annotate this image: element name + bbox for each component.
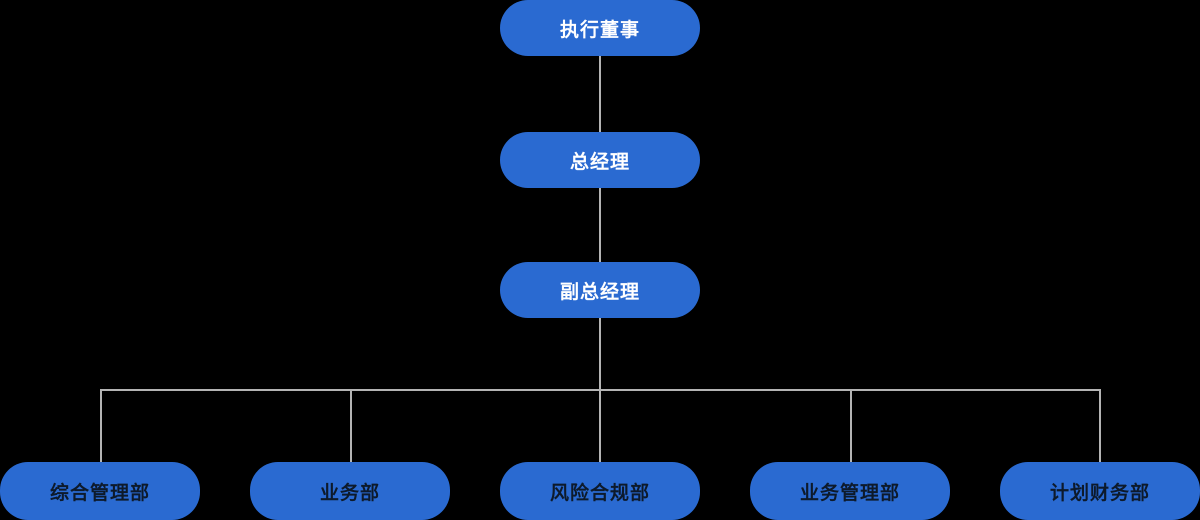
- node-label-risk-compliance-dept: 风险合规部: [549, 481, 650, 504]
- node-executive-director[interactable]: 执行董事: [500, 0, 700, 56]
- node-label-business-dept: 业务部: [319, 481, 380, 504]
- node-risk-compliance-dept[interactable]: 风险合规部: [500, 462, 700, 520]
- node-general-management-dept[interactable]: 综合管理部: [0, 462, 200, 520]
- node-label-business-management-dept: 业务管理部: [799, 481, 900, 504]
- node-label-deputy-general-manager: 副总经理: [559, 280, 640, 303]
- node-general-manager[interactable]: 总经理: [500, 132, 700, 188]
- connector-gm-to-deputy: [599, 188, 601, 262]
- node-deputy-general-manager[interactable]: 副总经理: [500, 262, 700, 318]
- connector-exec-to-gm: [599, 56, 601, 132]
- node-business-dept[interactable]: 业务部: [250, 462, 450, 520]
- connector-drop-business-management-dept: [850, 389, 852, 462]
- connector-drop-general-management-dept: [100, 389, 102, 462]
- node-label-general-manager: 总经理: [569, 150, 630, 173]
- connector-deputy-to-bar: [599, 318, 601, 389]
- node-planning-finance-dept[interactable]: 计划财务部: [1000, 462, 1200, 520]
- connector-drop-business-dept: [350, 389, 352, 462]
- connector-drop-planning-finance-dept: [1099, 389, 1101, 462]
- connector-drop-risk-compliance-dept: [599, 389, 601, 462]
- node-label-planning-finance-dept: 计划财务部: [1049, 481, 1150, 504]
- node-label-general-management-dept: 综合管理部: [49, 481, 150, 504]
- node-label-executive-director: 执行董事: [559, 18, 640, 41]
- node-business-management-dept[interactable]: 业务管理部: [750, 462, 950, 520]
